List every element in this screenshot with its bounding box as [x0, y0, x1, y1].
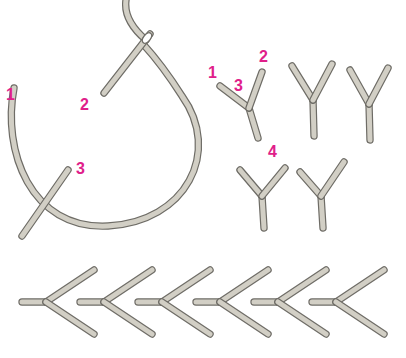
stitch-arm [369, 68, 388, 104]
thread-loop [11, 44, 198, 226]
stitch-arm [220, 302, 268, 334]
stitch-arm [162, 270, 210, 302]
callout-wrap: 3 [234, 77, 243, 95]
stitch-tail [262, 196, 264, 228]
stitch-arm [278, 270, 326, 302]
stitch-arm [336, 270, 384, 302]
stitch-arm [240, 170, 262, 196]
thread [126, 0, 146, 40]
stitch-tail [321, 196, 323, 228]
stitch-arm [262, 168, 285, 196]
stitch-arm [300, 172, 321, 196]
needle [22, 170, 68, 236]
callout-number: 1 [208, 64, 217, 82]
stitch-arm [292, 66, 313, 100]
callout-wrap: 1 [208, 64, 217, 82]
stitch-arm [46, 302, 94, 334]
callout-number: 1 [6, 86, 15, 104]
callout-wrap: 2 [80, 96, 89, 114]
thread [126, 0, 146, 40]
stitch-tail [369, 104, 370, 140]
needle-eye [141, 31, 154, 45]
stitch-arm [336, 302, 384, 334]
stitch-arm [350, 70, 369, 104]
needle [22, 170, 68, 236]
stitch-arm [220, 270, 268, 302]
stitch-arm [278, 270, 326, 302]
stitch-arm [321, 162, 344, 196]
stitch-arm [313, 64, 332, 100]
callout-number: 2 [80, 96, 89, 114]
stitch-arm [278, 302, 326, 334]
callout-wrap: 1 [6, 86, 15, 104]
callout-wrap: 4 [268, 143, 277, 161]
stitch-tail [321, 196, 323, 228]
stitch-arm [162, 302, 210, 334]
stitch-arm [300, 172, 321, 196]
stitch-arm [278, 302, 326, 334]
stitch-tail [313, 100, 314, 136]
stitch-arm [313, 64, 332, 100]
callout-wrap: 2 [259, 48, 268, 66]
callout-wrap: 3 [76, 160, 85, 178]
stitch-arm [220, 302, 268, 334]
stitch-arm [240, 170, 262, 196]
stitch-arm [46, 302, 94, 334]
callout-number: 4 [268, 143, 277, 161]
stitch-arm [162, 302, 210, 334]
stitch-arm [292, 66, 313, 100]
thread-loop [11, 44, 198, 226]
stitch-arm [249, 72, 262, 108]
stitch-arm [369, 68, 388, 104]
stitch-arm [104, 302, 152, 334]
stitch-arm [249, 72, 262, 108]
stitch-arm [46, 270, 94, 302]
stitch-arm [162, 270, 210, 302]
stitch-arm [350, 70, 369, 104]
stitch-arm [220, 270, 268, 302]
stitch-arm [104, 270, 152, 302]
stitch-tail [249, 108, 258, 138]
stitch-arm [336, 302, 384, 334]
stitch-arm [104, 270, 152, 302]
stitch-arm [104, 302, 152, 334]
callout-number: 3 [234, 77, 243, 95]
stitch-arm [262, 168, 285, 196]
stitch-arm [336, 270, 384, 302]
stitch-tail [262, 196, 264, 228]
stitch-arm [46, 270, 94, 302]
stitch-arm [321, 162, 344, 196]
callout-number: 2 [259, 48, 268, 66]
stitch-tail [249, 108, 258, 138]
callout-number: 3 [76, 160, 85, 178]
stitch-tail [313, 100, 314, 136]
stitch-tail [369, 104, 370, 140]
